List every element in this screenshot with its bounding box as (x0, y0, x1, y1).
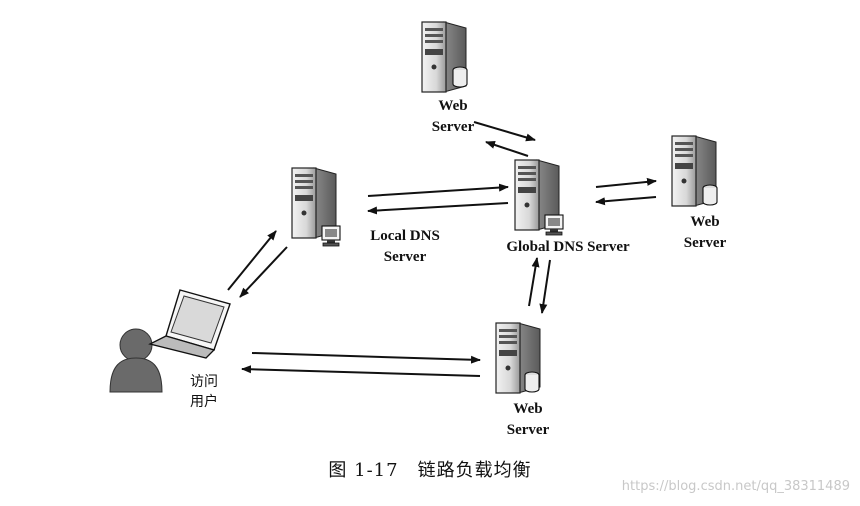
laptop-icon (148, 289, 231, 359)
arrow-global-to-local (367, 202, 509, 215)
web-server-bottom-icon (495, 322, 541, 394)
local-dns-server-icon (291, 167, 341, 247)
local-dns-server-label: Local DNS Server (350, 226, 460, 268)
arrow-global-to-web-right (595, 177, 657, 188)
user-label-line2: 用户 (190, 394, 218, 410)
web-server-top-label-line1: Web (438, 98, 468, 114)
global-dns-server-label-line1: Global DNS Server (506, 239, 630, 255)
arrow-web-bottom-to-global (528, 257, 540, 307)
web-server-bottom-label-line2: Server (506, 422, 550, 438)
web-server-right-label-line1: Web (690, 214, 720, 230)
web-server-top-label-line2: Server (431, 119, 475, 135)
user-label: 访问 用户 (190, 372, 218, 412)
arrow-web-right-to-global (595, 196, 657, 206)
web-server-top-icon (421, 21, 468, 93)
web-server-right-label-line2: Server (683, 235, 727, 251)
arrow-web-bottom-to-user (241, 365, 481, 377)
figure-caption: 图 1-17 链路负载均衡 (328, 460, 532, 481)
web-server-right-label: Web Server (665, 212, 745, 254)
web-server-top-label: Web Server (413, 96, 493, 138)
local-dns-server-label-line2: Server (383, 249, 427, 265)
arrow-local-to-user (239, 246, 288, 298)
user-person-icon (109, 328, 163, 393)
arrow-global-to-web-bottom (539, 259, 551, 314)
global-dns-server-icon (514, 159, 564, 236)
arrow-global-to-web-top (485, 141, 529, 157)
connection-arrows (227, 121, 657, 377)
arrow-user-to-local (227, 230, 277, 291)
local-dns-server-label-line1: Local DNS (370, 228, 440, 244)
arrow-web-top-to-global (473, 121, 536, 142)
watermark-text: https://blog.csdn.net/qq_38311489 (621, 479, 850, 494)
global-dns-server-label: Global DNS Server (488, 237, 648, 258)
arrow-local-to-global (367, 183, 509, 197)
web-server-bottom-label-line1: Web (513, 401, 543, 417)
user-label-line1: 访问 (190, 374, 218, 390)
arrow-user-to-web-bottom (251, 352, 481, 364)
web-server-bottom-label: Web Server (488, 399, 568, 441)
web-server-right-icon (671, 135, 718, 207)
